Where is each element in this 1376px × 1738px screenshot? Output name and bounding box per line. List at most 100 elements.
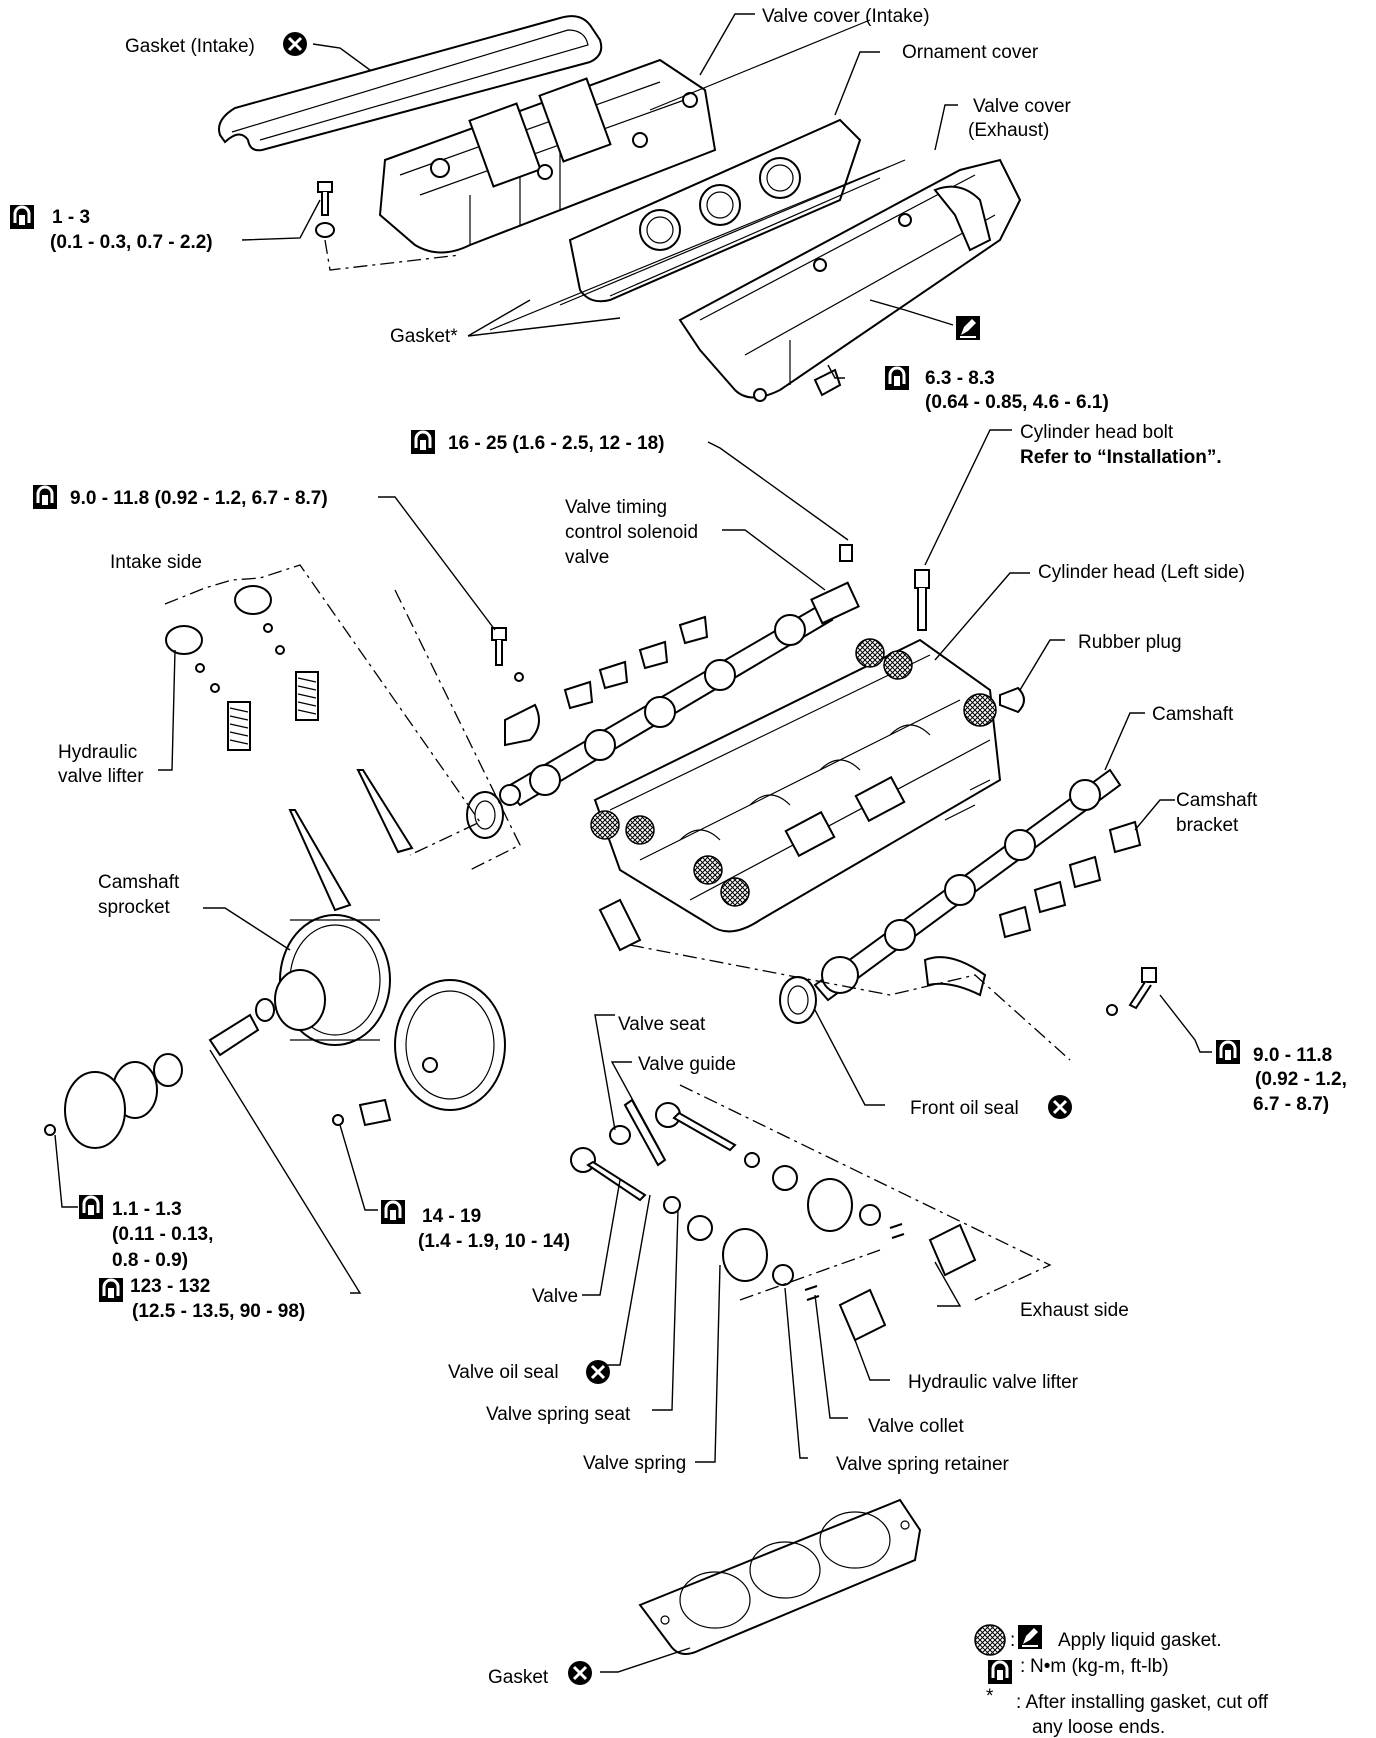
legend-liquid-gasket: Apply liquid gasket. <box>1058 1630 1222 1651</box>
leader-lines <box>54 13 1212 1673</box>
gasket-star-strips <box>489 159 906 331</box>
svg-text::: : <box>1010 1630 1015 1651</box>
liquid-gasket-icon <box>955 315 981 341</box>
label-hyd-lifter-2: valve lifter <box>58 766 144 787</box>
replace-x-icon <box>1046 1093 1074 1121</box>
label-torque-9-0-right-a: 9.0 - 11.8 <box>1253 1045 1332 1066</box>
gasket-intake-part <box>218 15 603 152</box>
head-gasket-part <box>638 1498 922 1655</box>
front-oil-seal-right <box>779 976 817 1024</box>
cam-brackets-exhaust <box>923 820 1142 997</box>
label-vtc-2: control solenoid <box>565 522 698 543</box>
replace-x-icon <box>566 1659 594 1687</box>
label-torque-1-3-a: 1 - 3 <box>52 207 90 228</box>
legend-asterisk: * <box>986 1686 994 1707</box>
vtc-solenoid-part <box>810 544 860 625</box>
label-hyd-lifter-1: Hydraulic <box>58 742 137 763</box>
cylinder-head-bolt-part <box>914 569 930 631</box>
label-torque-16-25: 16 - 25 (1.6 - 2.5, 12 - 18) <box>448 433 665 454</box>
cam-brackets-intake <box>504 615 709 747</box>
camshaft-intake-part <box>499 603 834 807</box>
valve-cover-intake-part <box>378 58 717 254</box>
camshaft-exhaust-part <box>813 768 1122 1002</box>
torque-wrench-icon <box>8 203 36 231</box>
label-torque-14-a: 14 - 19 <box>422 1206 481 1227</box>
label-torque-1-1-a: 1.1 - 1.3 <box>112 1199 182 1220</box>
label-valve-seat: Valve seat <box>618 1014 706 1035</box>
exhaust-side-bracket <box>679 1084 1052 1301</box>
label-torque-123-b: (12.5 - 13.5, 90 - 98) <box>132 1301 305 1322</box>
label-torque-6-3-a: 6.3 - 8.3 <box>925 368 995 389</box>
label-cam-sprocket-1: Camshaft <box>98 872 180 893</box>
label-valve-cover-intake: Valve cover (Intake) <box>762 6 930 27</box>
bolt-9-0-right <box>1106 967 1157 1016</box>
label-gasket-star: Gasket* <box>390 326 458 347</box>
torque-wrench-icon <box>1214 1038 1242 1066</box>
part-labels: Gasket (Intake) Valve cover (Intake) Orn… <box>50 6 1347 1688</box>
replace-x-icon <box>584 1358 612 1386</box>
connector-4 <box>739 1249 881 1301</box>
sprocket-hardware <box>44 998 392 1149</box>
label-vtc-1: Valve timing <box>565 497 667 518</box>
label-cylinder-head-bolt-1: Cylinder head bolt <box>1020 422 1174 443</box>
torque-wrench-icon <box>77 1193 105 1221</box>
label-valve: Valve <box>532 1286 578 1307</box>
intake-side-bracket <box>164 564 481 856</box>
torque-wrench-icon <box>409 428 437 456</box>
sealant-area-icon <box>974 1624 1006 1656</box>
label-hyd-valve-lifter: Hydraulic valve lifter <box>908 1372 1079 1393</box>
torque-wrench-icon <box>97 1276 125 1304</box>
legend: : Apply liquid gasket. : N•m (kg-m, ft-l… <box>974 1624 1269 1738</box>
connector-1 <box>324 239 461 271</box>
label-valve-cover-exhaust-2: (Exhaust) <box>968 120 1049 141</box>
ornament-cover-part <box>568 19 881 303</box>
legend-note-2: any loose ends. <box>1032 1717 1165 1738</box>
label-valve-spring-retainer: Valve spring retainer <box>836 1454 1010 1475</box>
legend-torque-units: N•m (kg-m, ft-lb) <box>1030 1656 1169 1677</box>
label-valve-cover-exhaust-1: Valve cover <box>973 96 1072 117</box>
label-cam-bracket-1: Camshaft <box>1176 790 1258 811</box>
label-cam-bracket-2: bracket <box>1176 815 1239 836</box>
label-torque-9-0-right-b: (0.92 - 1.2, <box>1255 1069 1347 1090</box>
rubber-plug-part <box>999 686 1025 714</box>
replace-x-icon <box>281 30 309 58</box>
bolt-9-0-top <box>491 627 524 682</box>
camshaft-sprocket-1 <box>274 914 391 1046</box>
intake-valve-train <box>165 585 414 912</box>
torque-wrench-icon <box>986 1658 1014 1686</box>
label-torque-6-3-b: (0.64 - 0.85, 4.6 - 6.1) <box>925 392 1109 413</box>
torque-wrench-icon <box>883 364 911 392</box>
label-cylinder-head-left: Cylinder head (Left side) <box>1038 562 1245 583</box>
label-torque-1-1-c: 0.8 - 0.9) <box>112 1250 188 1271</box>
svg-text::: : <box>1020 1656 1025 1677</box>
connector-2 <box>394 589 521 871</box>
legend-note-1: : After installing gasket, cut off <box>1016 1692 1269 1713</box>
torque-wrench-icon <box>379 1198 407 1226</box>
label-rubber-plug: Rubber plug <box>1078 632 1182 653</box>
label-ornament-cover: Ornament cover <box>902 42 1039 63</box>
connector-3 <box>629 944 1071 1061</box>
camshaft-sprocket-2 <box>394 979 506 1111</box>
label-camshaft-right: Camshaft <box>1152 704 1234 725</box>
label-torque-1-3-b: (0.1 - 0.3, 0.7 - 2.2) <box>50 232 213 253</box>
label-exhaust-side: Exhaust side <box>1020 1300 1129 1321</box>
label-cam-sprocket-2: sprocket <box>98 897 171 918</box>
label-cylinder-head-bolt-2: Refer to “Installation”. <box>1020 447 1222 468</box>
torque-wrench-icon <box>31 483 59 511</box>
label-gasket-bottom: Gasket <box>488 1667 549 1688</box>
exhaust-valve-train <box>570 1098 977 1342</box>
valve-cover-exhaust-part <box>678 158 1022 402</box>
label-torque-14-b: (1.4 - 1.9, 10 - 14) <box>418 1231 570 1252</box>
bolt-top-left <box>315 181 335 238</box>
label-valve-collet: Valve collet <box>868 1416 964 1437</box>
label-torque-9-0-right-c: 6.7 - 8.7) <box>1253 1094 1329 1115</box>
front-oil-seal-left <box>466 791 504 839</box>
label-torque-1-1-b: (0.11 - 0.13, <box>112 1224 213 1245</box>
label-torque-9-0-top: 9.0 - 11.8 (0.92 - 1.2, 6.7 - 8.7) <box>70 488 328 509</box>
label-gasket-intake: Gasket (Intake) <box>125 36 255 57</box>
liquid-gasket-icon <box>1017 1624 1043 1650</box>
label-front-oil-seal: Front oil seal <box>910 1098 1019 1119</box>
label-valve-oil-seal: Valve oil seal <box>448 1362 559 1383</box>
label-intake-side: Intake side <box>110 552 202 573</box>
